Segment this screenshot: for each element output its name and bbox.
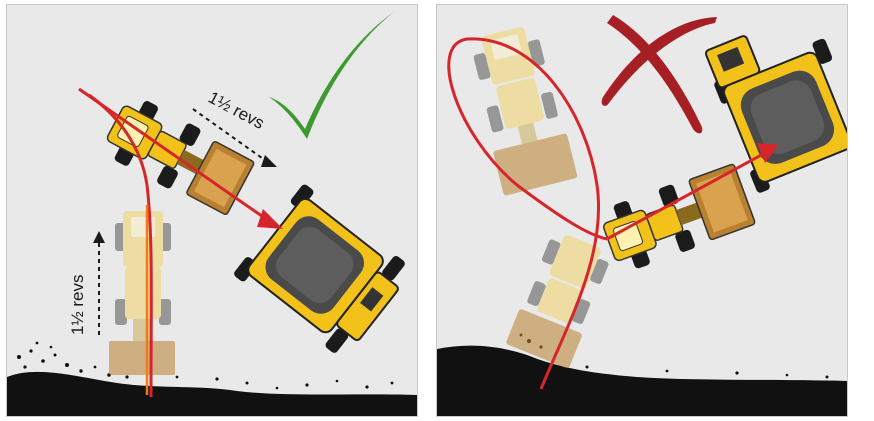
wheel-loader xyxy=(598,162,757,275)
loader-ghost-top xyxy=(465,22,577,196)
loader-ghost-bottom xyxy=(506,229,615,369)
material-pile xyxy=(7,372,418,417)
haul-truck xyxy=(701,8,848,194)
incorrect-loading-diagram xyxy=(437,5,848,417)
vertical-revs-label: 1½ revs xyxy=(68,275,87,335)
haul-truck xyxy=(233,183,415,361)
arrow-head-icon xyxy=(93,231,105,243)
loader-start-position xyxy=(109,211,175,375)
arrow-head-icon xyxy=(261,155,277,167)
checkmark-icon xyxy=(269,11,395,139)
cross-icon xyxy=(602,15,717,133)
correct-loading-panel: 1½ revs 1½ revs xyxy=(6,4,418,417)
incorrect-loading-panel xyxy=(436,4,848,417)
arrow-head-icon xyxy=(257,209,283,229)
correct-loading-diagram: 1½ revs 1½ revs xyxy=(7,5,418,417)
horizontal-revs-label: 1½ revs xyxy=(205,88,267,133)
material-pile xyxy=(437,346,848,417)
